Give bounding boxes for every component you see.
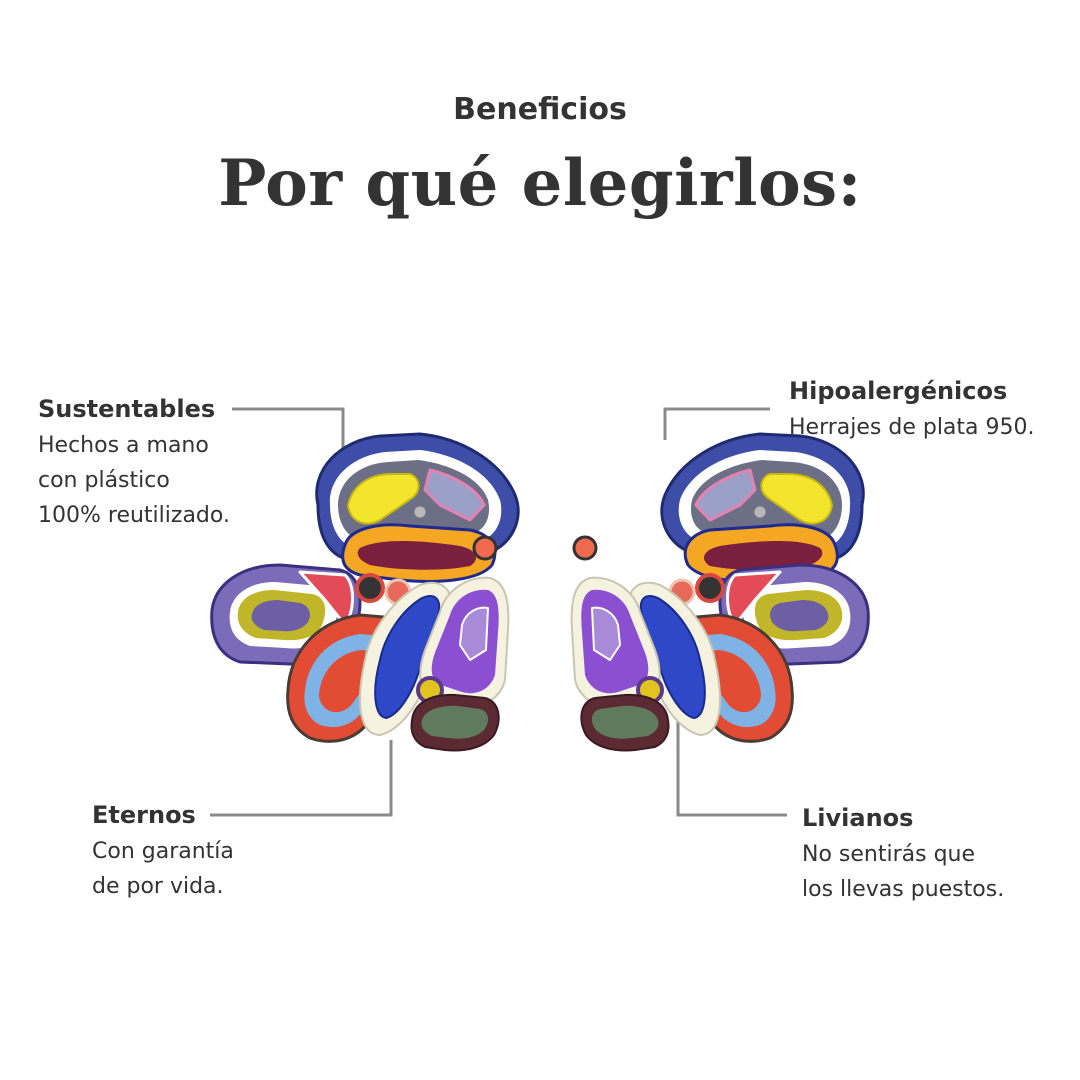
benefit-title: Sustentables [38, 395, 216, 423]
benefit-line: No sentirás que [802, 842, 976, 867]
benefit-line: Herrajes de plata 950. [789, 415, 1035, 440]
benefit-line: Hechos a mano [38, 433, 209, 458]
connector-hipoalergenicos [663, 407, 770, 440]
benefit-line: 100% reutilizado. [38, 503, 230, 528]
benefit-description: Hechos a mano con plástico 100% reutiliz… [38, 428, 230, 533]
benefit-line: Con garantía [92, 839, 234, 864]
benefit-sustentables: Sustentables Hechos a mano con plástico … [38, 394, 230, 533]
benefit-title: Livianos [802, 804, 914, 832]
right-earring [570, 432, 870, 752]
benefit-description: No sentirás que los llevas puestos. [802, 837, 1004, 907]
connector-livianos [676, 715, 787, 817]
benefit-eternos: Eternos Con garantía de por vida. [92, 800, 234, 904]
benefit-line: los llevas puestos. [802, 877, 1005, 902]
connector-eternos [210, 740, 393, 817]
benefit-livianos: Livianos No sentirás que los llevas pues… [802, 803, 1004, 907]
benefit-title: Hipoalergénicos [789, 377, 1008, 405]
benefit-description: Con garantía de por vida. [92, 834, 234, 904]
page-title: Por qué elegirlos: [218, 146, 862, 221]
connector-lines [210, 407, 787, 817]
connector-sustentables [232, 407, 345, 470]
benefit-hipoalergenicos: Hipoalergénicos Herrajes de plata 950. [789, 376, 1035, 445]
benefit-line: con plástico [38, 468, 170, 493]
benefit-title: Eternos [92, 801, 196, 829]
benefit-line: de por vida. [92, 874, 224, 899]
left-earring [210, 432, 520, 752]
page-eyebrow: Beneficios [453, 92, 627, 127]
benefit-description: Herrajes de plata 950. [789, 410, 1035, 445]
